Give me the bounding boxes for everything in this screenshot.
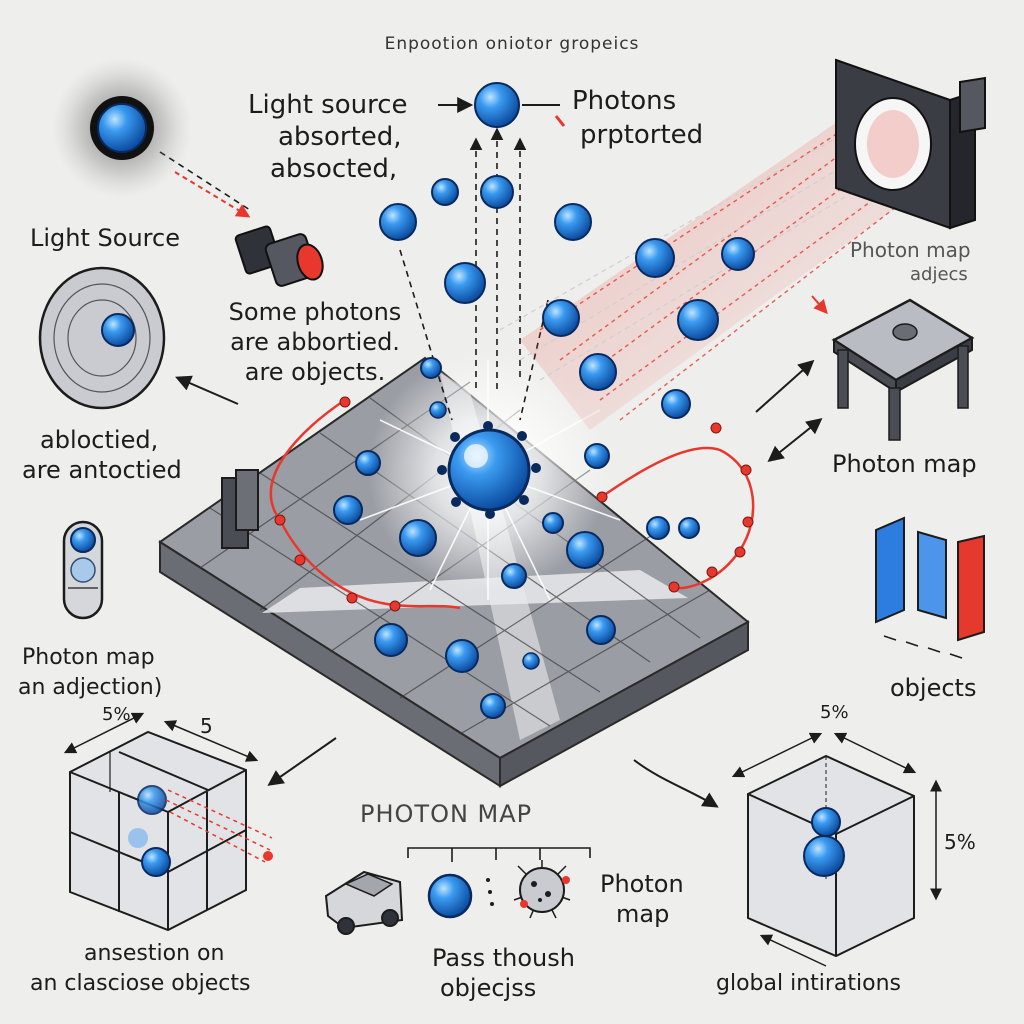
photon [522, 652, 540, 670]
label-abloctied-1: abloctied, [40, 426, 159, 454]
label-ansestion-1: ansestion on [84, 941, 225, 966]
label-global-illum: global intirations [716, 971, 902, 996]
label-pass-through-2: objecjss [440, 974, 537, 1002]
photon [399, 519, 437, 557]
cube-left-photons [128, 785, 273, 877]
photon [379, 203, 417, 241]
red-bounce-path-right [599, 446, 755, 590]
photon [480, 175, 514, 209]
arrow-to-cube-right [633, 759, 719, 808]
photon [721, 237, 755, 271]
photon-cloud [333, 82, 755, 719]
bracket-lines [407, 847, 591, 862]
cube-left-dimension [63, 712, 259, 762]
car-icon [324, 870, 404, 935]
photon [333, 495, 363, 525]
diagram-title: Enpootion oniotor gropeics [384, 34, 640, 54]
photon [554, 203, 592, 241]
floor-side-right [499, 620, 749, 788]
photon [586, 615, 616, 645]
photon [542, 512, 564, 534]
cube-right-photons [803, 807, 845, 877]
photon [566, 531, 604, 569]
photon [355, 450, 381, 476]
photon-capsule [62, 520, 104, 620]
label-abloctied-2: are antoctied [22, 456, 182, 484]
photon-small-center [427, 873, 473, 919]
dashed-dots-bottom [486, 878, 494, 906]
cube-right-dimension [731, 732, 942, 967]
label-five-left: 5 [200, 714, 213, 738]
arrow-to-cube-left [267, 737, 337, 786]
label-photon-map-right: Photon map [832, 450, 977, 478]
label-some-photons-3: are objects. [244, 358, 386, 386]
label-objects-right: objects [890, 674, 977, 702]
photon [474, 82, 520, 128]
photon [646, 516, 670, 540]
red-marker-photons [554, 115, 566, 127]
arrow-table-map [767, 418, 823, 462]
label-photon-map-objec-1: Photon map [850, 238, 971, 262]
receiver-disc [38, 266, 166, 410]
floor-post [221, 469, 259, 549]
label-light-source-top: Light source [248, 90, 408, 120]
spiky-particle [513, 860, 571, 919]
photon [431, 178, 459, 206]
camera-lens [234, 225, 324, 287]
photon [445, 639, 479, 673]
photon [444, 262, 486, 304]
photon [429, 401, 447, 419]
photon [542, 299, 580, 337]
label-pass-through-1: Pass thoush [432, 944, 575, 972]
label-photon-map-small-1: Photon [600, 870, 684, 898]
photon [661, 389, 691, 419]
photon [678, 517, 700, 539]
arrow-to-table [755, 359, 815, 413]
label-five-pct-right: 5% [944, 830, 976, 854]
projector [835, 58, 986, 230]
photon [480, 693, 506, 719]
photon [374, 623, 408, 657]
label-photons: Photons [572, 86, 677, 116]
wire-cube-left [69, 730, 247, 932]
label-some-photons-2: are abbortied. [230, 328, 400, 356]
table-object [831, 298, 975, 441]
label-photon-map-center: PHOTON MAP [360, 800, 533, 828]
central-photon-emitter [437, 421, 541, 519]
label-some-photons-1: Some photons [228, 298, 402, 326]
label-photon-map-small-2: map [616, 900, 670, 928]
photon [677, 299, 719, 341]
isometric-floor [158, 352, 750, 788]
label-five-pct-left: 5% [102, 704, 131, 725]
photon [420, 357, 442, 379]
objects-bars [875, 516, 985, 659]
red-arrow-right [811, 295, 828, 315]
arrow-to-disc [175, 375, 239, 405]
photon [584, 443, 610, 469]
photon [635, 238, 675, 278]
red-bounce-dots [274, 396, 754, 612]
red-ray-to-camera [174, 171, 251, 218]
label-photon-map-objec-2: adjecs [910, 264, 968, 285]
photon [501, 563, 527, 589]
red-beam [499, 120, 920, 430]
label-absocted: absocted, [270, 154, 398, 184]
label-light-source-left: Light Source [30, 224, 180, 252]
label-absorted: absorted, [278, 122, 402, 152]
label-five-pct-top-right: 5% [820, 702, 849, 723]
photon [579, 353, 617, 391]
label-protorted: prptorted [580, 120, 704, 150]
label-photon-map-left-1: Photon map [22, 645, 155, 670]
red-bounce-path-left [269, 398, 461, 610]
light-source-top-left [52, 58, 192, 198]
label-photon-map-left-2: an adjection) [18, 675, 163, 700]
label-ansestion-2: an clasciose objects [30, 971, 251, 996]
